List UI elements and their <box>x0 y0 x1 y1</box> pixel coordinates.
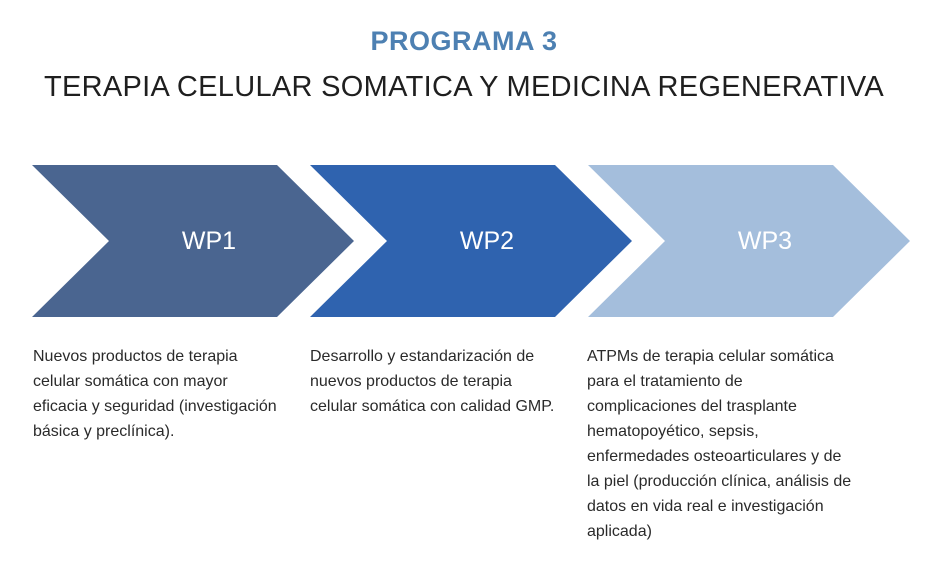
chevron-arrow-wp3 <box>588 165 910 317</box>
page-title: TERAPIA CELULAR SOMATICA Y MEDICINA REGE… <box>43 71 885 103</box>
step-label-wp1: WP1 <box>182 227 236 255</box>
step-description-wp2: Desarrollo y estandarización de nuevos p… <box>310 348 555 415</box>
chevron-arrow-wp1 <box>32 165 354 317</box>
program-label: PROGRAMA 3 <box>370 26 558 56</box>
step-description-wp3: ATPMs de terapia celular somática para e… <box>587 348 852 540</box>
step-description-wp1: Nuevos productos de terapia celular somá… <box>33 348 277 440</box>
header: PROGRAMA 3 TERAPIA CELULAR SOMATICA Y ME… <box>0 26 928 104</box>
chevron-arrow-wp2 <box>310 165 632 317</box>
step-label-wp2: WP2 <box>460 227 514 255</box>
step-label-wp3: WP3 <box>738 227 792 255</box>
process-arrow-band: WP1 WP2 WP3 <box>32 165 910 317</box>
